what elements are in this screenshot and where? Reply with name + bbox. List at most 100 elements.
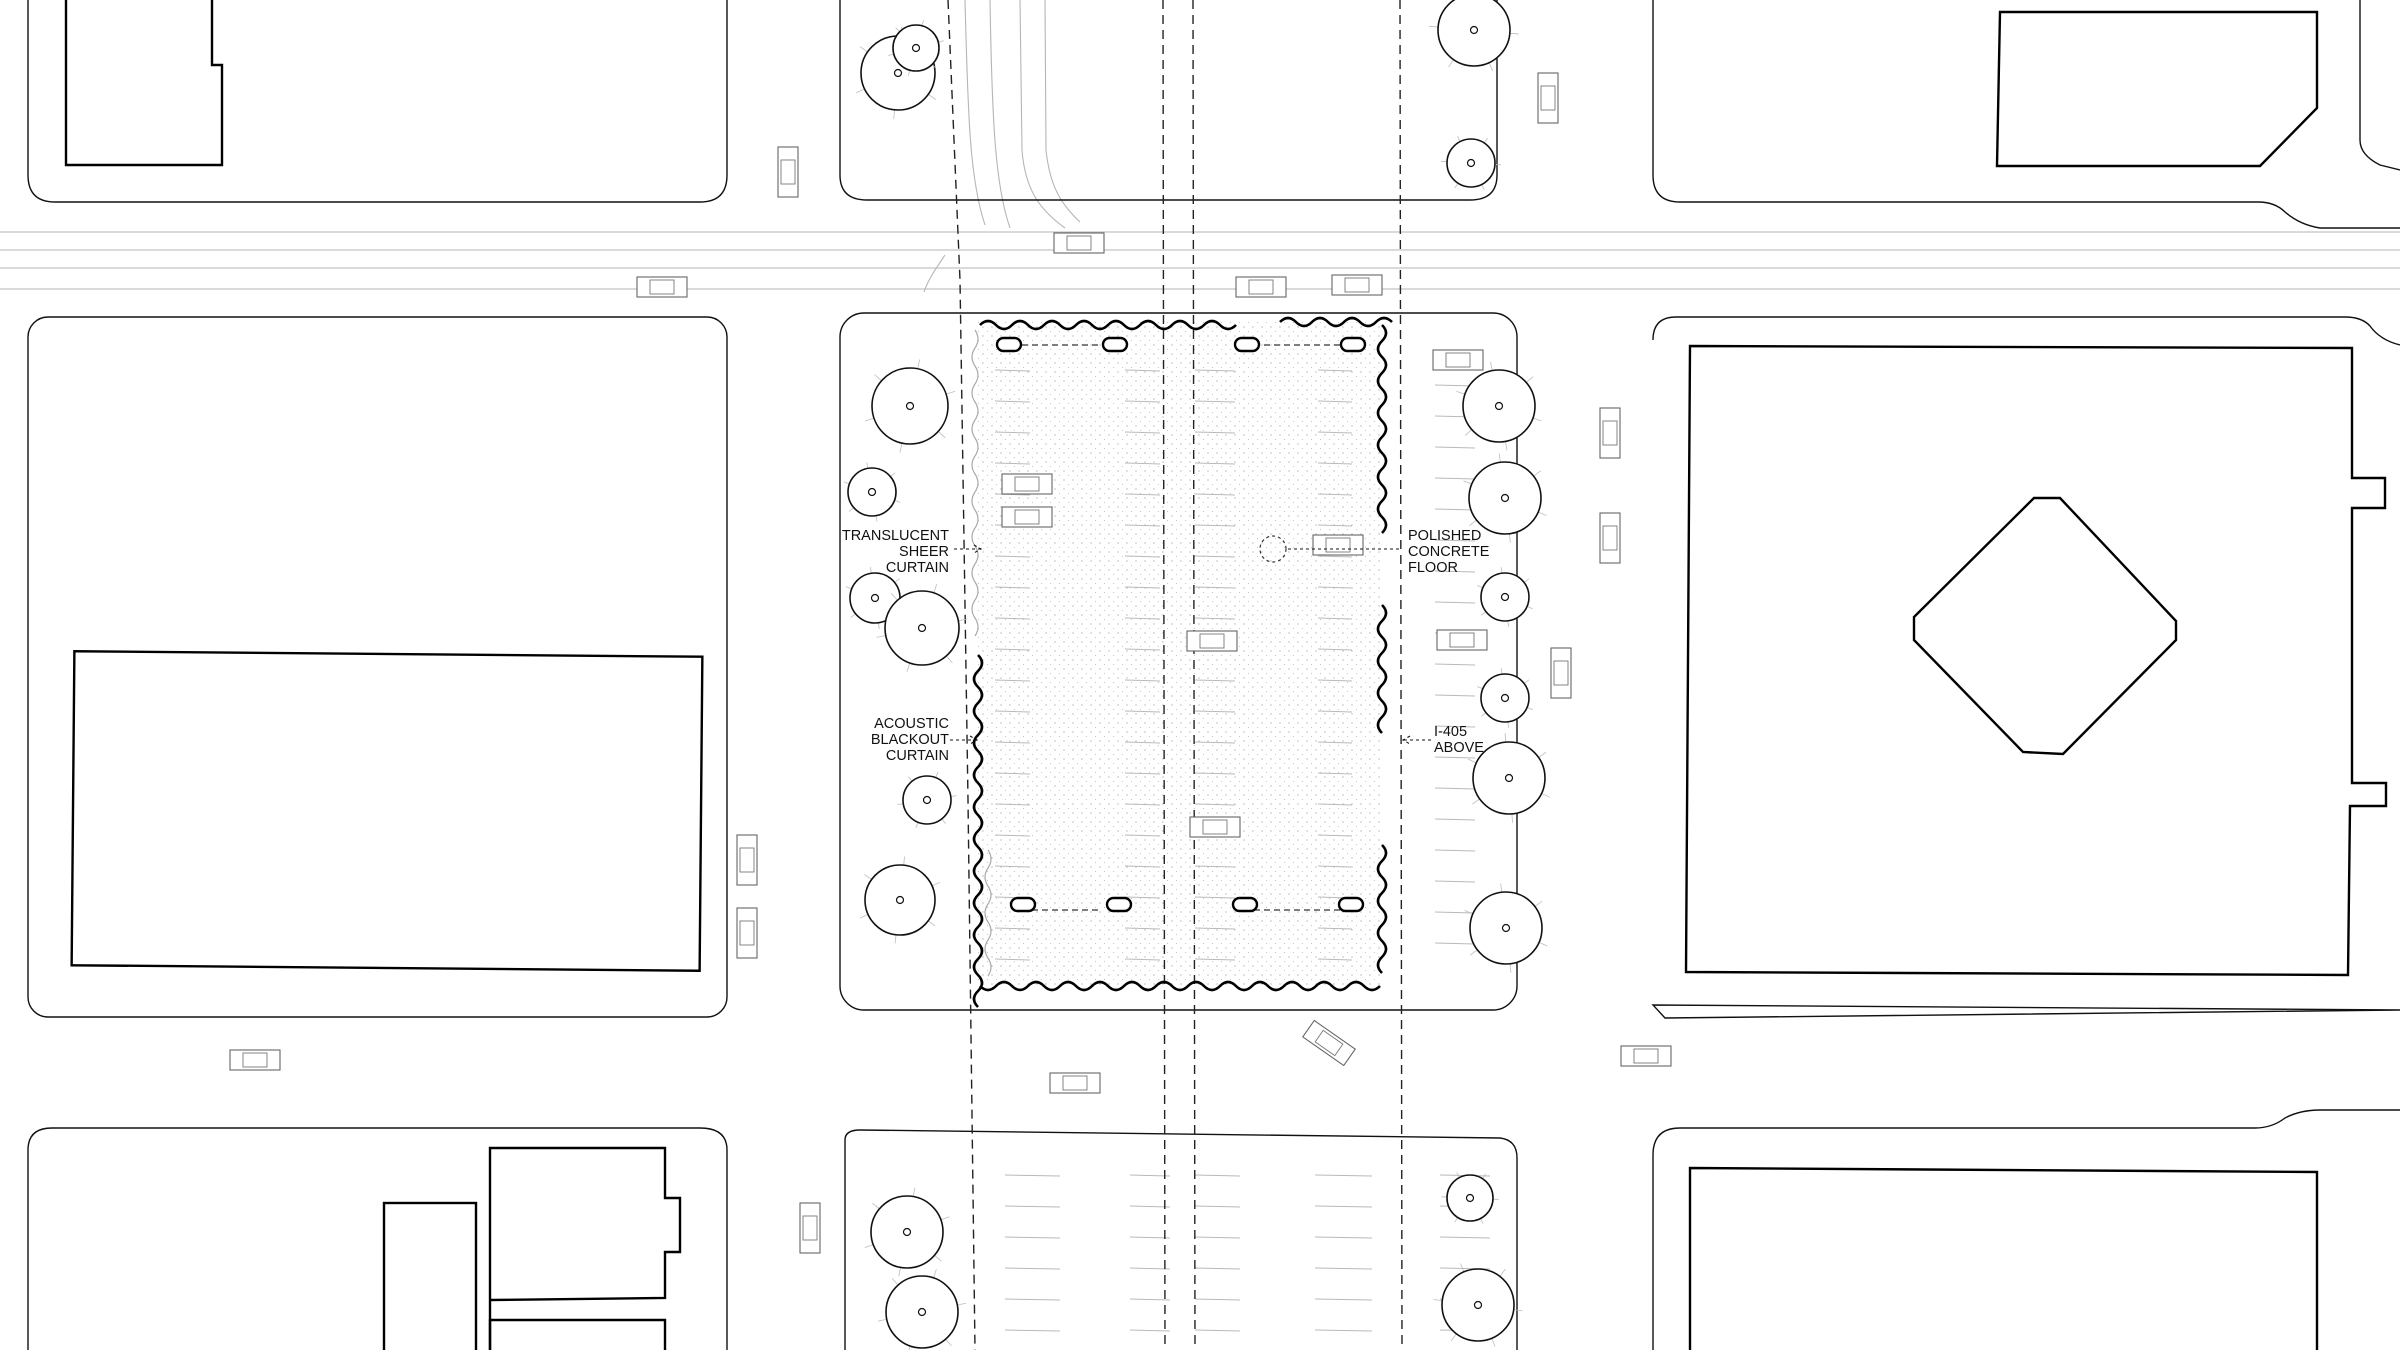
stall-line (994, 617, 1031, 620)
stall-line (1124, 369, 1161, 372)
stall-line (994, 679, 1031, 682)
parked-cars (229, 72, 1672, 1254)
stall-line (1129, 1174, 1171, 1177)
stall-line (1124, 834, 1161, 837)
stall-line (1317, 617, 1353, 620)
label-line: POLISHED (1408, 528, 1481, 544)
stall-line (1004, 1174, 1061, 1177)
tree (1464, 883, 1548, 973)
stall-line (1317, 710, 1353, 713)
stall-line (1194, 493, 1236, 496)
tree (1467, 733, 1550, 823)
stall-line (994, 803, 1031, 806)
tree (876, 584, 968, 672)
stall-line (1194, 710, 1236, 713)
stall-line (1434, 942, 1476, 945)
stall-line (1434, 539, 1476, 542)
tree (1433, 1263, 1523, 1347)
stall-line (1317, 865, 1353, 868)
curtain-posts (995, 336, 1367, 913)
stall-line (1317, 586, 1353, 589)
acoustic-curtain-bottom (979, 980, 1381, 992)
stall-line (1194, 865, 1236, 868)
stall-line (1434, 725, 1476, 728)
building-bottom-left-a (382, 1201, 478, 1350)
city-blocks (27, 0, 2400, 1350)
building-mid-left (70, 650, 704, 972)
stall-line (1314, 1267, 1373, 1270)
stall-line (1194, 896, 1236, 899)
stall-line (1194, 524, 1236, 527)
car (1001, 473, 1053, 495)
building-bottom-left-c (488, 1318, 667, 1350)
stall-line (1194, 1298, 1241, 1301)
stall-line (1194, 431, 1236, 434)
acoustic-curtain-right-low (1376, 844, 1388, 974)
stall-line (1317, 493, 1353, 496)
stall-line (1004, 1298, 1061, 1301)
stall-line (994, 865, 1031, 868)
acoustic-curtain-right-top (1376, 324, 1388, 534)
stall-line (1314, 1205, 1373, 1208)
stall-line (1129, 1267, 1171, 1270)
car (736, 834, 758, 886)
car (777, 146, 799, 198)
stall-line (1194, 741, 1236, 744)
label-line: CURTAIN (886, 560, 949, 576)
building-top-left (64, 0, 224, 167)
curtain-post (1339, 336, 1367, 353)
stall-line (1317, 772, 1353, 775)
car (1312, 534, 1364, 556)
stall-line (1004, 1236, 1061, 1239)
stall-line (1124, 865, 1161, 868)
block-bottom-left (27, 1127, 728, 1350)
tree (897, 771, 957, 828)
stall-line (1317, 400, 1353, 403)
stall-line (1434, 694, 1476, 697)
stall-line (1124, 493, 1161, 496)
stall-line (1124, 431, 1161, 434)
stall-line (1434, 880, 1476, 883)
building-bottom-right (1688, 1166, 2319, 1350)
stall-line (1124, 555, 1161, 558)
curtain-post (1105, 896, 1133, 913)
label-leaders (950, 544, 1432, 745)
label-line: CURTAIN (886, 748, 949, 764)
stall-line (1124, 524, 1161, 527)
acoustic-curtain-top-left (979, 319, 1237, 331)
car (1550, 647, 1572, 699)
stall-line (994, 555, 1031, 558)
tree (859, 856, 941, 944)
car (736, 907, 758, 959)
stall-line (1194, 1236, 1241, 1239)
stall-line (1439, 1236, 1491, 1239)
stall-line (1434, 477, 1476, 480)
column-marker (1259, 535, 1287, 563)
stall-line (994, 431, 1031, 434)
car (1186, 630, 1238, 652)
block-bottom-middle (844, 1129, 1518, 1350)
event-floor (975, 322, 1491, 1332)
stall-line (1124, 803, 1161, 806)
tree (1463, 453, 1547, 543)
car (1049, 1072, 1101, 1094)
building-bottom-left-b (488, 1146, 682, 1350)
stall-line (1124, 462, 1161, 465)
car (1620, 1045, 1672, 1067)
stall-line (1317, 741, 1353, 744)
block-top-middle (839, 0, 1498, 201)
stall-line (1194, 958, 1236, 961)
street-trees (843, 0, 1550, 1350)
label-line: TRANSLUCENT (842, 528, 949, 544)
stall-line (994, 834, 1031, 837)
car (1436, 629, 1488, 651)
street-lines (0, 0, 2400, 293)
label-line: ABOVE (1434, 740, 1484, 756)
tree (888, 20, 944, 76)
block-bottom-right (1652, 1109, 2400, 1350)
acoustic-curtain-right-bottom (1376, 604, 1388, 734)
tree (1456, 361, 1542, 451)
stall-line (1124, 617, 1161, 620)
stall-line (1194, 1205, 1241, 1208)
car (1189, 816, 1241, 838)
